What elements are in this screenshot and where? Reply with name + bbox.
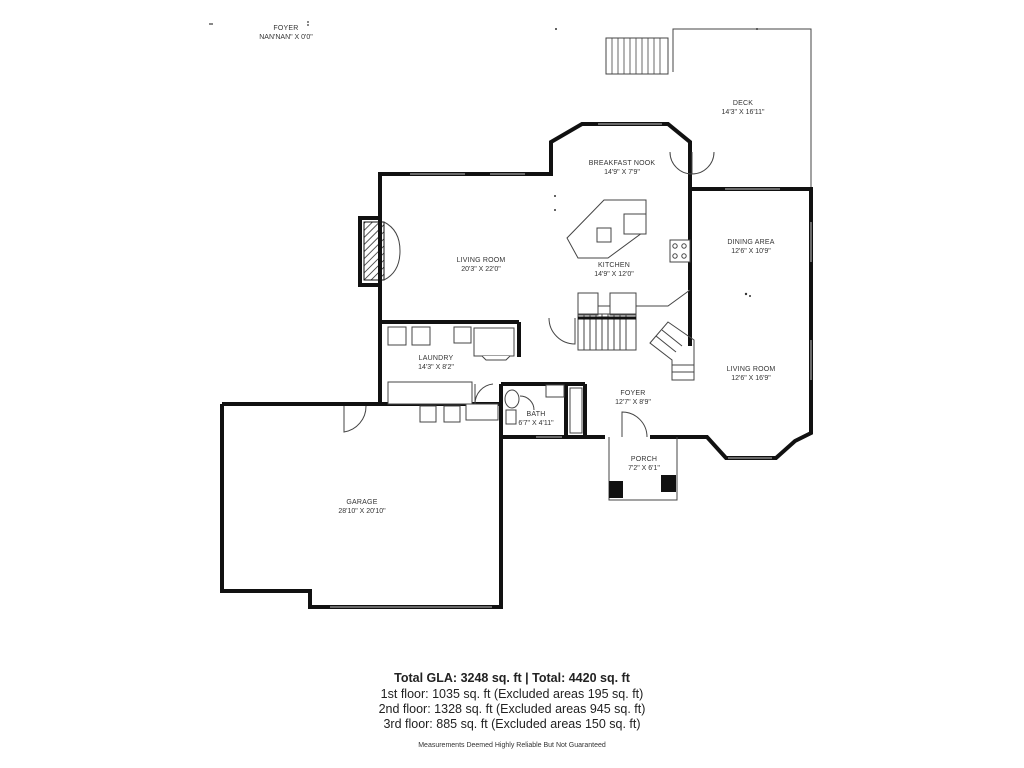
room-label-foyer: FOYER 12'7" X 8'9" — [615, 389, 651, 407]
floor-2-area: 2nd floor: 1328 sq. ft (Excluded areas 9… — [378, 702, 646, 716]
total-area-title: Total GLA: 3248 sq. ft | Total: 4420 sq.… — [394, 671, 630, 685]
porch — [608, 437, 678, 501]
room-label-deck: DECK 14'3" X 16'11" — [722, 99, 765, 117]
laundry-fixtures — [387, 326, 515, 423]
room-label-laundry: LAUNDRY 14'3" X 8'2" — [418, 354, 454, 372]
room-dims: 28'10" X 20'10" — [338, 508, 386, 515]
room-name: KITCHEN — [597, 262, 631, 269]
house-walls — [220, 122, 813, 609]
room-dims: 12'6" X 10'9" — [731, 248, 771, 255]
measurement-disclaimer: Measurements Deemed Highly Reliable But … — [418, 742, 606, 749]
room-dims: 7'2" X 6'1" — [628, 465, 660, 472]
room-name: LIVING ROOM — [456, 257, 506, 264]
room-label-foyer-top: FOYER NAN'NAN" X 0'0" — [259, 24, 313, 42]
room-name: FOYER — [273, 25, 299, 32]
room-label-porch: PORCH 7'2" X 6'1" — [628, 455, 660, 473]
stairs — [577, 313, 695, 381]
room-name: BATH — [526, 411, 546, 418]
fireplace — [363, 221, 401, 281]
bath-fixtures — [504, 384, 583, 434]
room-dims: 12'6" X 16'9" — [731, 375, 771, 382]
room-name: LIVING ROOM — [726, 366, 776, 373]
kitchen-fixtures — [566, 199, 691, 316]
room-dims: 6'7" X 4'11" — [518, 420, 554, 427]
room-label-kitchen: KITCHEN 14'9" X 12'0" — [594, 261, 634, 279]
room-label-bath: BATH 6'7" X 4'11" — [518, 410, 553, 428]
room-name: PORCH — [630, 456, 658, 463]
room-name: GARAGE — [346, 499, 378, 506]
room-dims: 14'9" X 7'9" — [604, 169, 640, 176]
room-label-living-room-right: LIVING ROOM 12'6" X 16'9" — [727, 365, 776, 383]
room-dims: 14'9" X 12'0" — [594, 271, 634, 278]
room-dims: 14'3" X 8'2" — [418, 364, 454, 371]
room-label-dining-area: DINING AREA 12'6" X 10'9" — [727, 238, 774, 256]
room-label-living-room-left: LIVING ROOM 20'3" X 22'0" — [457, 256, 506, 274]
floor-1-area: 1st floor: 1035 sq. ft (Excluded areas 1… — [380, 687, 644, 701]
room-label-garage: GARAGE 28'10" X 20'10" — [338, 498, 385, 516]
room-name: FOYER — [620, 390, 646, 397]
room-name: DECK — [732, 100, 754, 107]
room-dims: 20'3" X 22'0" — [461, 266, 501, 273]
room-name: DINING AREA — [727, 239, 775, 246]
windows — [330, 123, 812, 608]
room-dims: NAN'NAN" X 0'0" — [259, 34, 313, 41]
room-dims: 12'7" X 8'9" — [615, 399, 651, 406]
room-name: BREAKFAST NOOK — [588, 160, 656, 167]
room-name: LAUNDRY — [418, 355, 454, 362]
room-dims: 14'3" X 16'11" — [721, 109, 765, 116]
door-swings — [343, 151, 715, 438]
floor-3-area: 3rd floor: 885 sq. ft (Excluded areas 15… — [383, 717, 641, 731]
room-label-breakfast-nook: BREAKFAST NOOK 14'9" X 7'9" — [589, 159, 655, 177]
deck-outline — [605, 28, 812, 189]
fixture-marks — [209, 21, 758, 297]
